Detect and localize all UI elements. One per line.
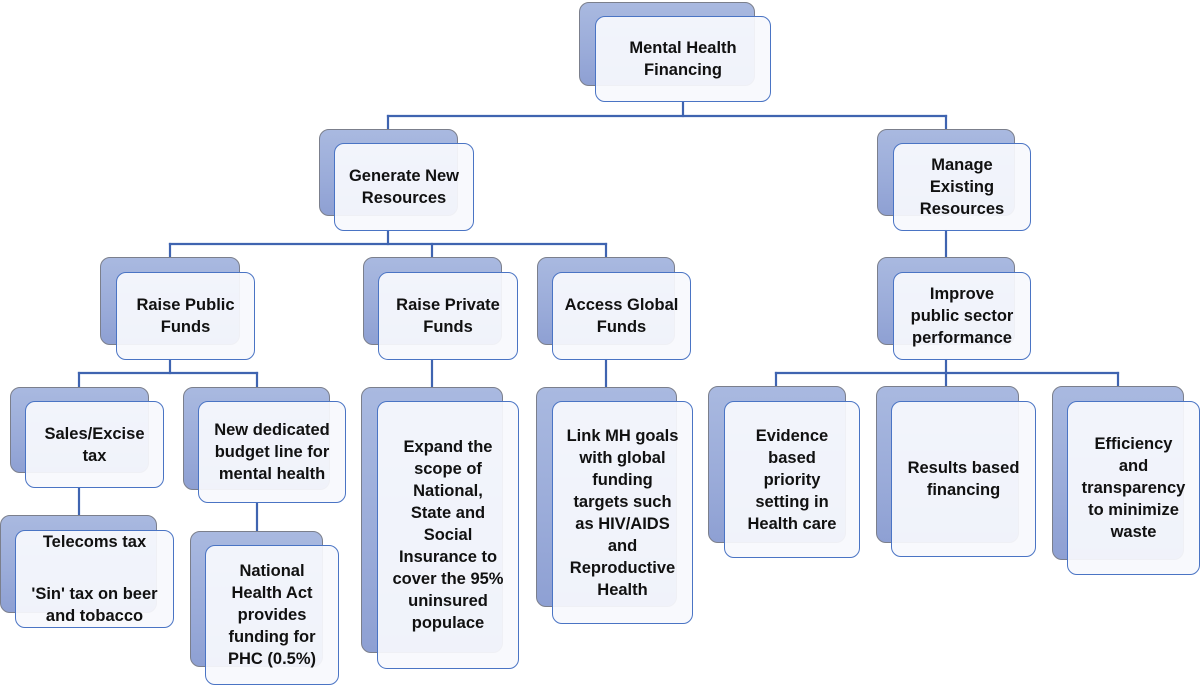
node-card: Evidence based priority setting in Healt… (724, 401, 860, 558)
sin-tax-text: 'Sin' tax on beer and tobacco (31, 585, 158, 625)
node-label: Mental Health Financing (629, 39, 737, 79)
node-card: Sales/Excise tax (25, 401, 164, 488)
telecoms-tax-text: Telecoms tax (42, 533, 147, 551)
node-label: Sales/Excise tax (44, 424, 145, 465)
node-card: New dedicated budget line for mental hea… (198, 401, 346, 503)
node-card: Raise Public Funds (116, 272, 255, 360)
node-label: Raise Private Funds (396, 296, 500, 336)
node-card: Generate New Resources (334, 143, 474, 231)
node-card: Expand the scope of National, State and … (377, 401, 519, 669)
node-card: Improve public sector performance (893, 272, 1031, 360)
node-label: Expand the scope of National, State and … (392, 438, 504, 632)
node-label: National Health Act provides funding for… (227, 562, 317, 668)
node-label: Link MH goals with global funding target… (566, 426, 679, 599)
node-card: National Health Act provides funding for… (205, 545, 339, 685)
node-card: Telecoms tax 'Sin' tax on beer and tobac… (15, 530, 174, 628)
node-label: Results based financing (907, 459, 1020, 499)
node-card: Raise Private Funds (378, 272, 518, 360)
node-card: Results based financing (891, 401, 1036, 557)
node-card: Access Global Funds (552, 272, 691, 360)
node-label: Evidence based priority setting in Healt… (747, 426, 837, 533)
node-label: Efficiency and transparency to minimize … (1081, 435, 1186, 541)
node-label: Telecoms tax 'Sin' tax on beer and tobac… (31, 509, 157, 649)
node-label: Improve public sector performance (910, 285, 1014, 347)
node-card: Link MH goals with global funding target… (552, 401, 693, 624)
node-card: Efficiency and transparency to minimize … (1067, 401, 1200, 575)
node-label: New dedicated budget line for mental hea… (214, 421, 330, 483)
node-label: Generate New Resources (348, 167, 460, 207)
node-label: Manage Existing Resources (919, 156, 1005, 218)
node-card: Mental Health Financing (595, 16, 771, 102)
node-label: Raise Public Funds (136, 296, 235, 336)
node-label: Access Global Funds (564, 296, 679, 336)
node-card: Manage Existing Resources (893, 143, 1031, 231)
